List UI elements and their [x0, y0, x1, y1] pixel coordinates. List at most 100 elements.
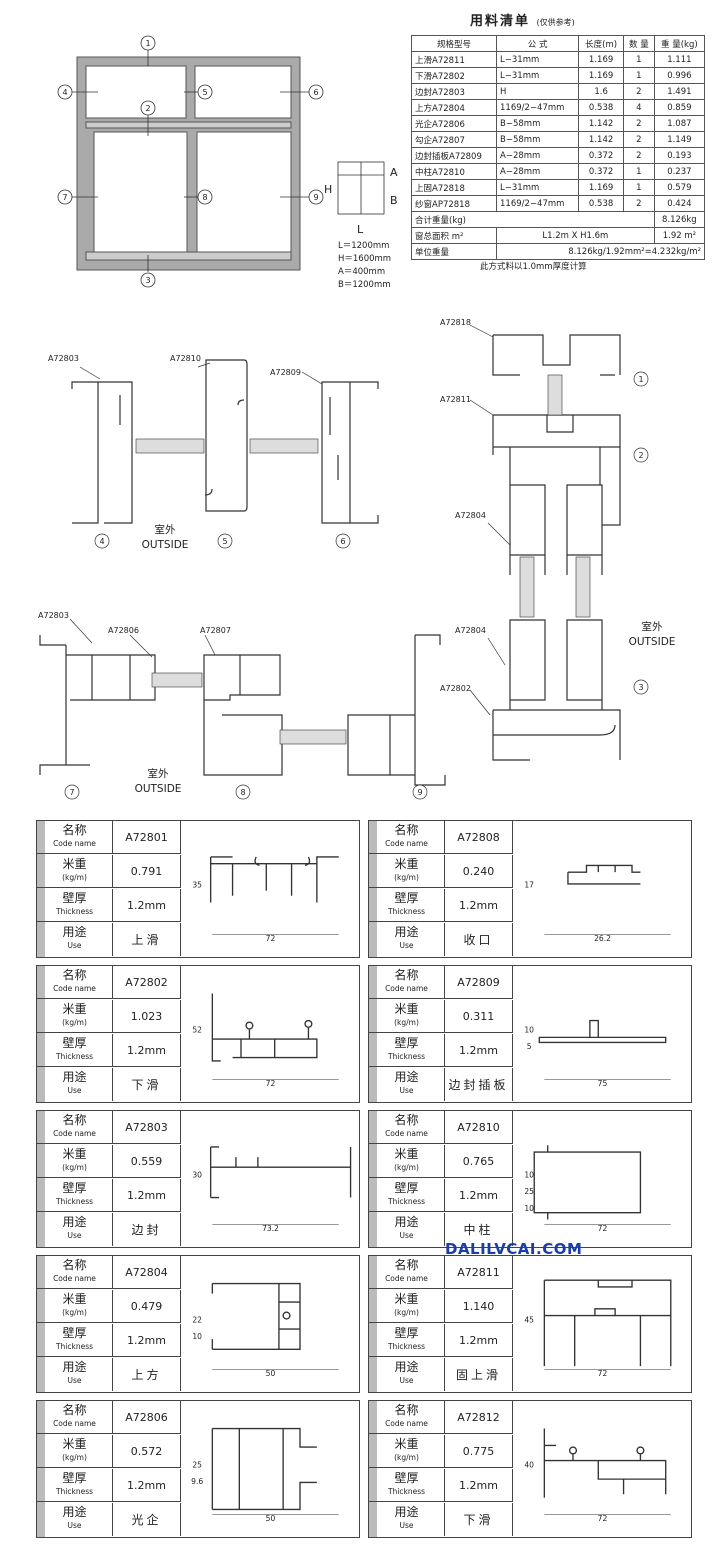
- total-weight-row: 合计重量(kg) 8.126kg: [411, 211, 706, 228]
- material-cell: B−58mm: [496, 115, 580, 132]
- card-label-en: Thickness: [55, 1197, 94, 1206]
- material-cell: 2: [623, 147, 655, 164]
- card-label-cn: 壁厚: [394, 891, 419, 905]
- callout-9: 9: [313, 193, 318, 202]
- card-label-cn: 米重: [394, 1292, 419, 1306]
- material-cell: 0.538: [578, 99, 624, 116]
- dim-a: A＝400mm: [338, 267, 385, 277]
- card-value-weight: 0.791: [113, 855, 181, 888]
- card-label: 用途 Use: [37, 1503, 113, 1536]
- watermark-text: DALILVCAI.COM: [445, 1240, 583, 1258]
- dimension-label: 25: [192, 1460, 202, 1469]
- outside-en-2: OUTSIDE: [629, 636, 676, 648]
- legend-b: B: [390, 194, 398, 207]
- card-shade: [369, 1256, 377, 1392]
- material-cell: 上方A72804: [410, 99, 498, 116]
- outside-cn-1: 室外: [155, 523, 176, 536]
- material-cell: 下滑A72802: [410, 67, 498, 84]
- card-label: 米重(kg/m): [369, 1000, 445, 1033]
- card-shade: [37, 821, 45, 957]
- dimension-label: 22: [192, 1315, 202, 1324]
- card-value-weight: 0.240: [445, 855, 513, 888]
- material-cell: 上固A72818: [410, 179, 498, 196]
- material-note: 此方式料以1.0mm厚度计算: [480, 262, 587, 272]
- material-cell: 1.169: [578, 179, 624, 196]
- callout-4: 4: [62, 88, 67, 97]
- dimension-label: 9.6: [191, 1477, 203, 1486]
- card-label-en: Use: [399, 941, 414, 950]
- label-a72802: A72802: [440, 684, 471, 693]
- card-label-cn: 米重: [62, 1292, 87, 1306]
- card-label-cn: 用途: [62, 1505, 87, 1519]
- col-header: 公 式: [496, 35, 580, 52]
- card-label-cn: 壁厚: [62, 1471, 87, 1485]
- callout-5: 5: [202, 88, 207, 97]
- callout-7: 7: [62, 193, 67, 202]
- card-value-weight: 0.572: [113, 1435, 181, 1468]
- section-callout-2: 2: [638, 451, 643, 460]
- card-shade: [369, 966, 377, 1102]
- col-header: 长度(m): [578, 35, 624, 52]
- card-shade: [369, 1111, 377, 1247]
- material-cell: 0.859: [653, 99, 706, 116]
- material-cell: 1.149: [653, 131, 706, 148]
- card-value-weight: 0.311: [445, 1000, 513, 1033]
- material-cell: 1.111: [653, 51, 706, 68]
- card-value-thickness: 1.2mm: [445, 1179, 513, 1212]
- callout-1: 1: [145, 39, 150, 48]
- card-value-code: A72812: [445, 1401, 513, 1434]
- dimension-label: 26.2: [594, 934, 611, 943]
- card-label-cn: 用途: [394, 1070, 419, 1084]
- card-value-code: A72810: [445, 1111, 513, 1144]
- dimension-label: 73.2: [262, 1224, 279, 1233]
- card-label-en: Use: [67, 1521, 82, 1530]
- section-callout-7: 7: [69, 788, 74, 797]
- material-cell: 1: [623, 163, 655, 180]
- card-label: 米重(kg/m): [369, 1435, 445, 1468]
- window-area-formula: L1.2m X H1.6m: [496, 227, 655, 244]
- label-a72810: A72810: [170, 354, 201, 363]
- card-value-thickness: 1.2mm: [113, 1034, 181, 1067]
- label-a72803-bottom: A72803: [38, 611, 69, 620]
- dimension-label: 72: [266, 1079, 276, 1088]
- material-cell: 纱窗AP72818: [410, 195, 498, 212]
- col-header: 数 量: [623, 35, 655, 52]
- material-cell: 0.193: [653, 147, 706, 164]
- col-header: 重 量(kg): [653, 35, 706, 52]
- card-value-weight: 0.765: [445, 1145, 513, 1178]
- material-cell: 边封插板A72809: [410, 147, 498, 164]
- material-cell: 1.169: [578, 51, 624, 68]
- dimension-label: 72: [598, 1369, 608, 1378]
- card-label-en: Thickness: [387, 907, 426, 916]
- card-label-en: Code name: [53, 1274, 96, 1283]
- material-cell: 0.538: [578, 195, 624, 212]
- material-cell: 光企A72806: [410, 115, 498, 132]
- card-label: 米重(kg/m): [369, 855, 445, 888]
- card-label-en: (kg/m): [62, 1163, 87, 1172]
- card-value-use: 下滑: [113, 1068, 181, 1101]
- card-label-cn: 名称: [394, 823, 419, 837]
- material-cell: 1169/2−47mm: [496, 195, 580, 212]
- dimension-label: 10: [524, 1204, 534, 1213]
- card-label-cn: 用途: [62, 1070, 87, 1084]
